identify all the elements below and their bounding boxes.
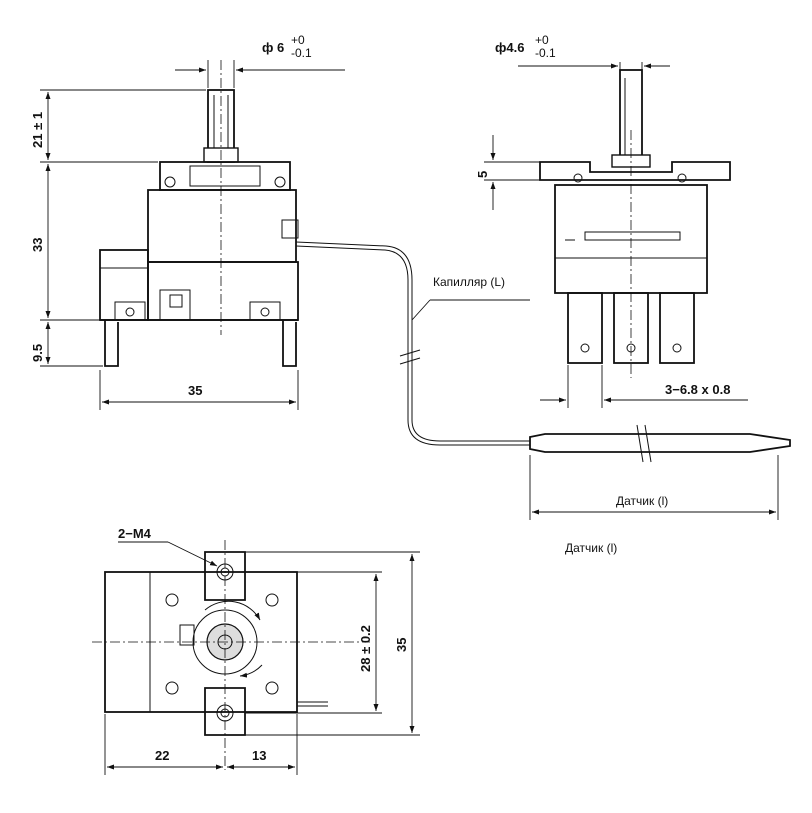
label-shaft-right-tol-minus: -0.1	[535, 46, 556, 60]
label-shaft-left-diameter: ф 6	[262, 40, 284, 55]
label-dim-shaft-height: 21 ± 1	[30, 112, 45, 148]
capillary-tube	[295, 245, 530, 446]
label-dim-flange: 5	[475, 171, 490, 178]
label-sensor-caption: Датчик (l)	[565, 541, 617, 555]
capillary-sensor: Капилляр (L) Датчик (l) Датчик (l)	[295, 241, 791, 555]
sensor-bulb	[529, 433, 791, 453]
label-shaft-left-tol-minus: -0.1	[291, 46, 312, 60]
label-shaft-right-tol-plus: +0	[535, 33, 549, 47]
label-thread: 2−M4	[118, 526, 152, 541]
body-left	[147, 189, 297, 263]
bracket-left	[104, 320, 119, 367]
label-dim-width: 35	[188, 383, 202, 398]
label-dim-bracket-height: 9.5	[30, 344, 45, 362]
label-capillary: Капилляр (L)	[433, 275, 505, 289]
label-dim-hole-spacing: 28 ± 0.2	[358, 625, 373, 672]
label-dim-left: 22	[155, 748, 169, 763]
label-shaft-right-diameter: ф4.6	[495, 40, 524, 55]
label-dim-right: 13	[252, 748, 266, 763]
left-front-view: ф 6 +0 -0.1 21 ± 1 33 9.5 35	[30, 33, 345, 410]
mount-tab-top	[204, 551, 246, 601]
label-shaft-left-tol-plus: +0	[291, 33, 305, 47]
bracket-right	[282, 320, 297, 367]
label-dim-height-bottom: 35	[394, 638, 409, 652]
bottom-top-view: 2−M4 28 ± 0.2 35 22 13	[92, 526, 420, 775]
label-sensor-dim: Датчик (l)	[616, 494, 668, 508]
right-side-view: ф4.6 +0 -0.1 5 3−6.8 x 0.8	[475, 33, 748, 408]
label-dim-body-height: 33	[30, 238, 45, 252]
label-terminals: 3−6.8 x 0.8	[665, 382, 730, 397]
flange-right	[539, 161, 731, 181]
